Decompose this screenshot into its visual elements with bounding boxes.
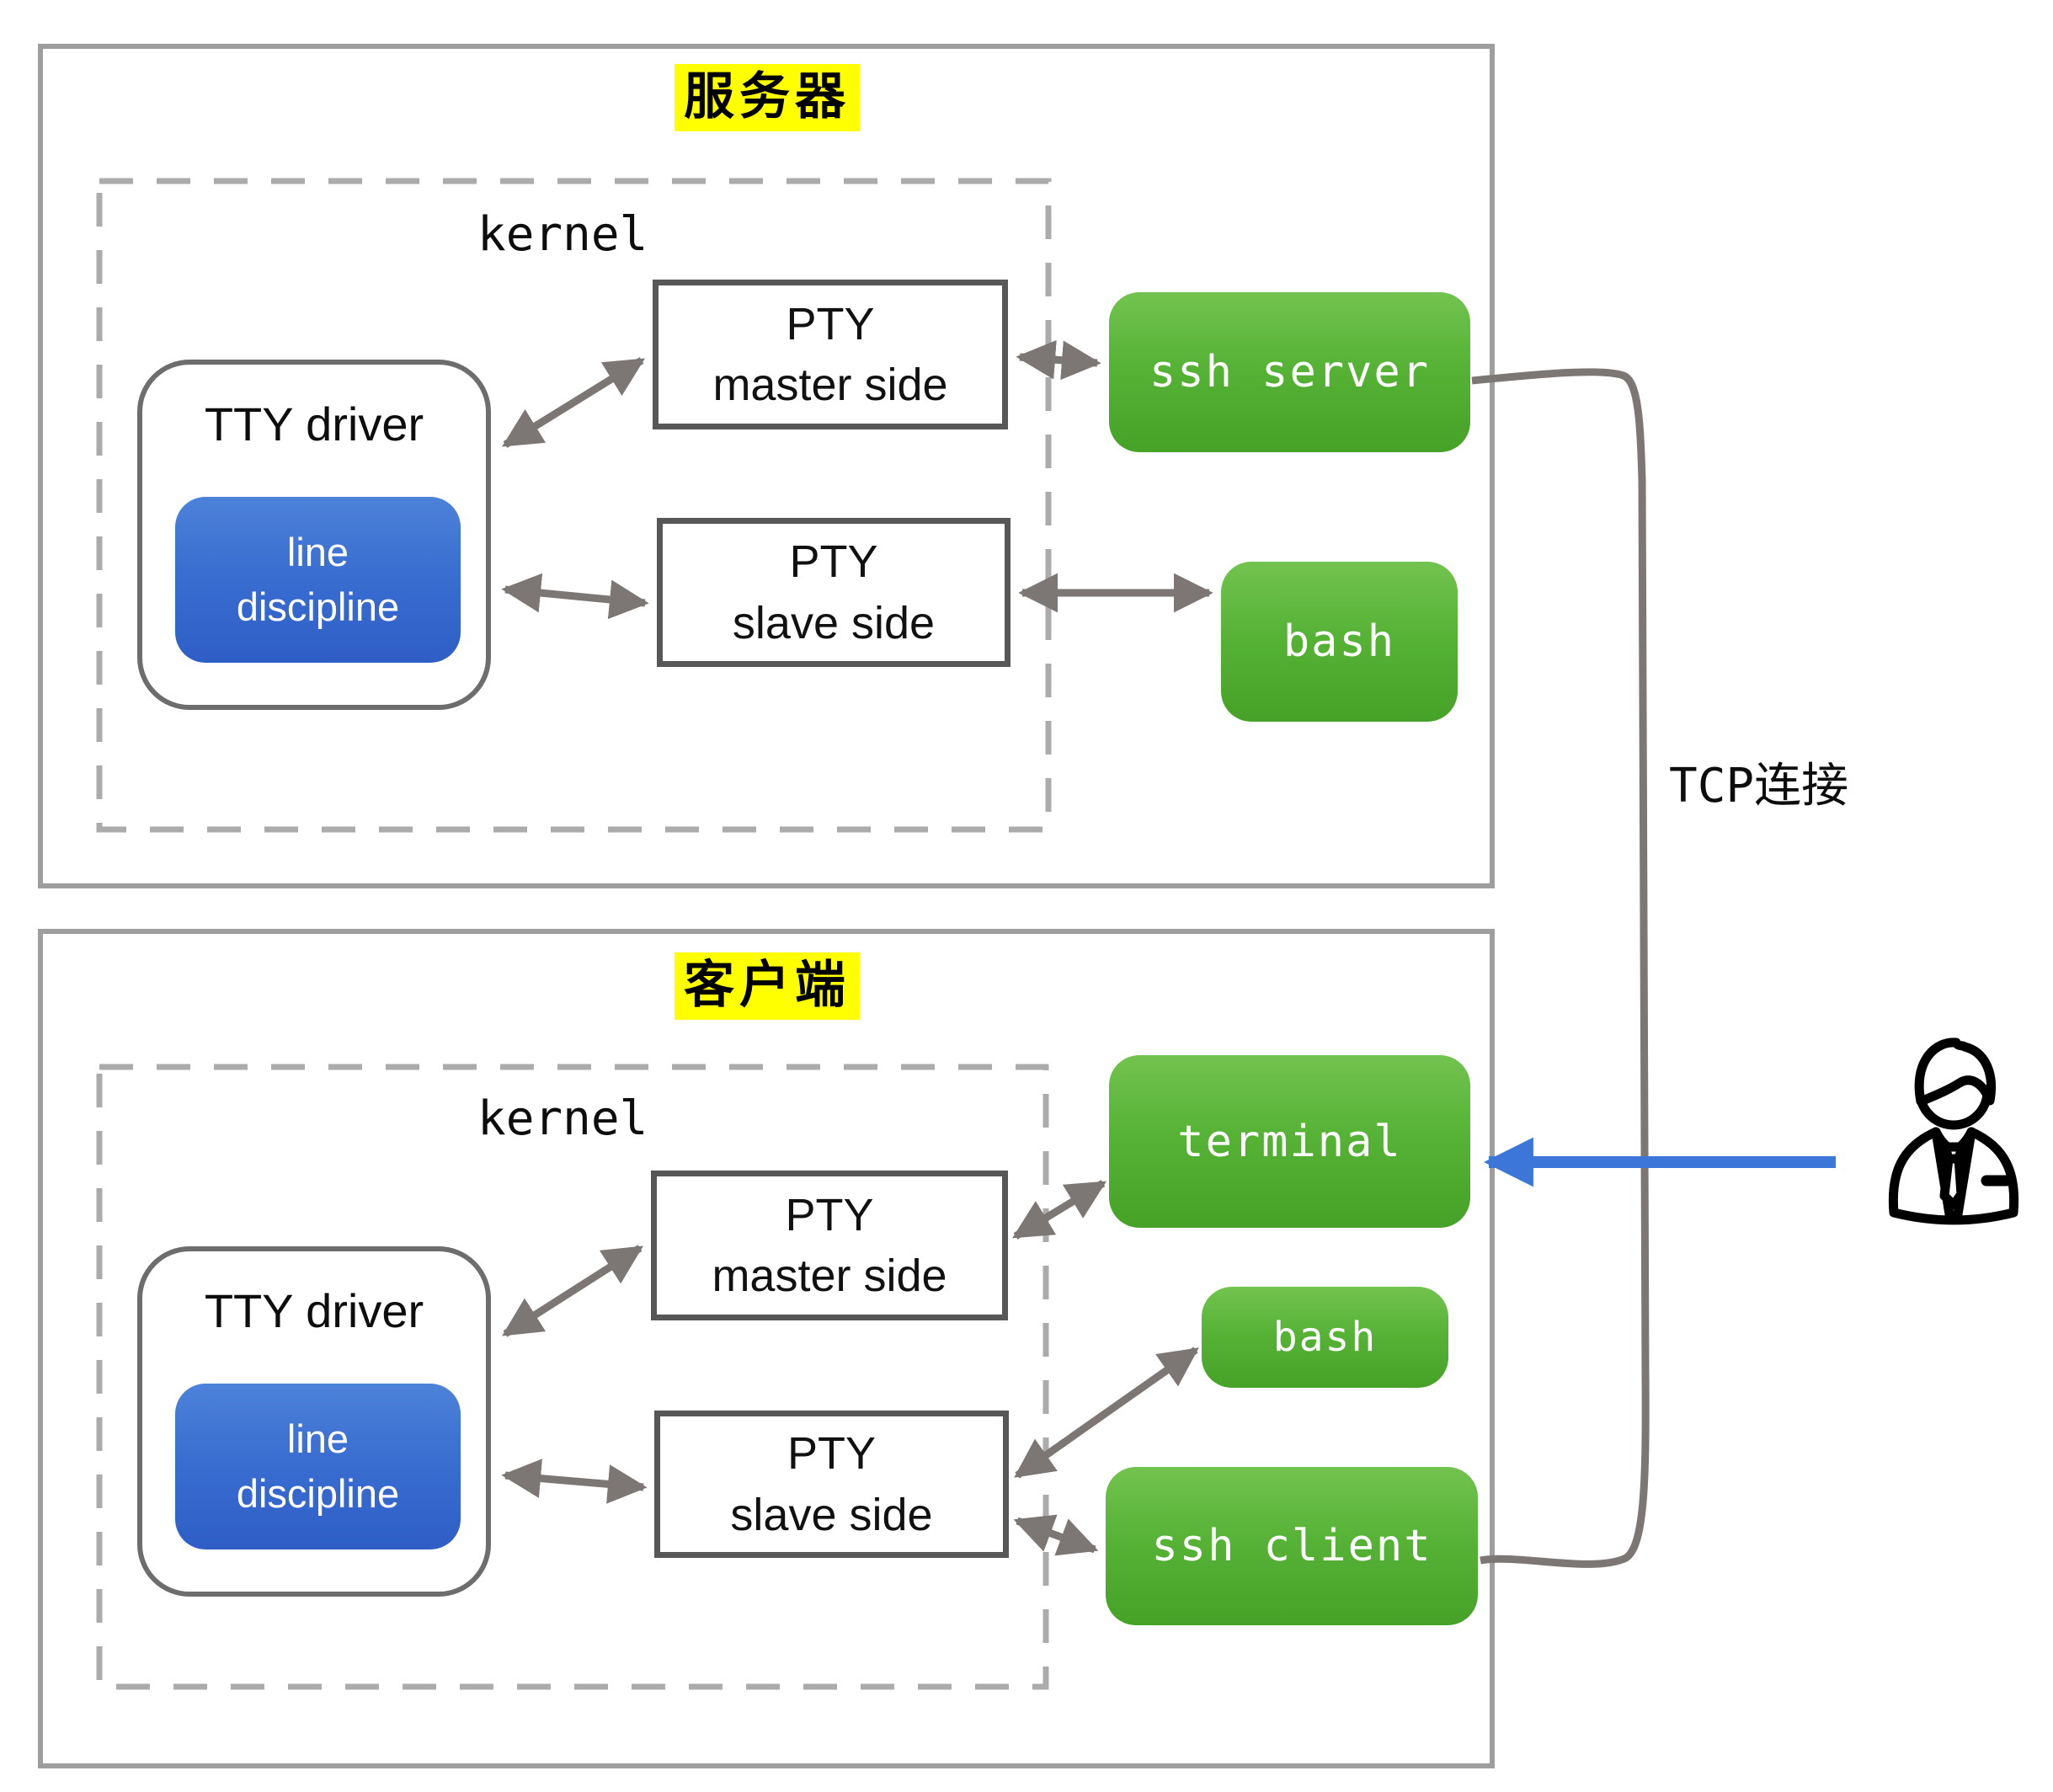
server-pty-slave-line1: PTY bbox=[789, 536, 878, 588]
server-line-discipline-line2: discipline bbox=[236, 584, 400, 629]
terminal-label: terminal bbox=[1177, 1116, 1402, 1167]
server-tty-driver-label: TTY driver bbox=[204, 397, 424, 451]
server-pty-master-line1: PTY bbox=[786, 298, 875, 349]
client-pty-slave-line2: slave side bbox=[730, 1489, 933, 1540]
client-line-discipline-line1: line bbox=[286, 1416, 349, 1462]
ssh-client-label: ssh client bbox=[1151, 1521, 1432, 1571]
client-pty-master-line1: PTY bbox=[785, 1189, 874, 1240]
client-pty-master-box: PTY master side bbox=[651, 1171, 1008, 1320]
client-pty-slave-line1: PTY bbox=[787, 1428, 877, 1480]
client-bash-label: bash bbox=[1272, 1314, 1378, 1361]
client-bash-box: bash bbox=[1202, 1287, 1448, 1388]
client-line-discipline-box: line discipline bbox=[175, 1384, 461, 1549]
client-kernel-label: kernel bbox=[477, 1091, 648, 1146]
server-pty-master-box: PTY master side bbox=[653, 280, 1008, 429]
client-pty-slave-box: PTY slave side bbox=[654, 1411, 1009, 1558]
server-pty-slave-box: PTY slave side bbox=[657, 518, 1011, 667]
server-line-discipline-box: line discipline bbox=[175, 497, 461, 663]
ssh-client-box: ssh client bbox=[1106, 1467, 1478, 1625]
server-bash-box: bash bbox=[1221, 562, 1458, 722]
tcp-connection-label: TCP连接 bbox=[1669, 759, 1849, 813]
terminal-box: terminal bbox=[1109, 1055, 1470, 1228]
server-line-discipline-line1: line bbox=[286, 530, 349, 575]
server-title: 服务器 bbox=[675, 64, 860, 131]
client-tty-driver-label: TTY driver bbox=[204, 1284, 424, 1337]
server-bash-label: bash bbox=[1282, 616, 1396, 667]
ssh-server-box: ssh server bbox=[1109, 292, 1470, 452]
user-icon bbox=[1888, 1037, 2019, 1225]
server-kernel-label: kernel bbox=[477, 207, 648, 262]
client-line-discipline-line2: discipline bbox=[236, 1470, 400, 1516]
tcp-connection-line bbox=[1471, 368, 1650, 1568]
ssh-server-label: ssh server bbox=[1149, 347, 1431, 397]
client-title: 客户端 bbox=[675, 952, 860, 1020]
client-pty-master-line2: master side bbox=[712, 1251, 947, 1301]
server-pty-slave-line2: slave side bbox=[732, 597, 936, 648]
server-pty-master-line2: master side bbox=[712, 360, 948, 410]
